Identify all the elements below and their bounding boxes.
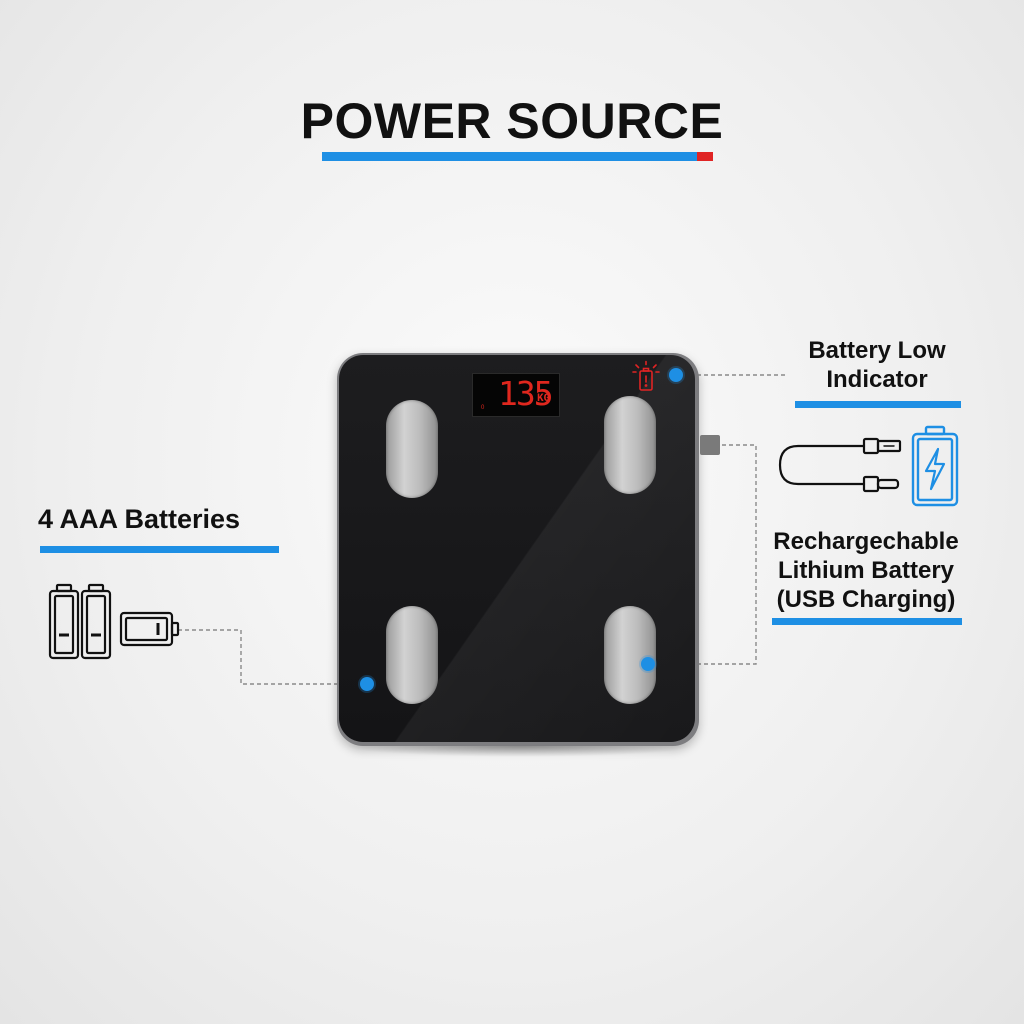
scale-display	[472, 373, 560, 417]
usb-cable-icon	[778, 437, 902, 493]
underline-rechargeable	[772, 618, 962, 625]
label-rechargeable-line1: Rechargechable	[773, 528, 959, 555]
label-battery-low: Battery Low Indicator	[795, 336, 959, 394]
aaa-batteries-icon	[48, 583, 180, 660]
charging-battery-icon	[911, 425, 959, 507]
label-rechargeable-line2: Lithium Battery	[777, 557, 954, 584]
label-rechargeable-line3: (USB Charging)	[776, 586, 956, 613]
electrode-bottom-right	[604, 606, 656, 704]
display-unit: KG	[537, 393, 551, 405]
usb-port	[700, 435, 720, 455]
callout-dot-recharge	[641, 657, 655, 671]
label-battery-low-line2: Indicator	[826, 366, 928, 393]
callout-dot-battery-low	[669, 368, 683, 382]
title-underline	[322, 152, 697, 161]
display-reading: 135	[498, 374, 554, 413]
underline-battery-low	[795, 401, 961, 408]
page-title: POWER SOURCE	[300, 93, 724, 149]
callout-dot-aaa	[360, 677, 374, 691]
label-battery-low-line1: Battery Low	[808, 337, 946, 364]
connector-aaa	[178, 629, 367, 685]
underline-aaa-batteries	[40, 546, 279, 553]
label-rechargeable-battery: Rechargechable Lithium Battery (USB Char…	[766, 527, 966, 614]
electrode-bottom-left	[386, 606, 438, 704]
display-small-mark: 0	[481, 405, 485, 411]
battery-alert-icon	[632, 360, 660, 391]
connector-recharge	[648, 444, 757, 665]
label-aaa-batteries: 4 AAA Batteries	[38, 504, 241, 534]
electrode-top-right	[604, 396, 656, 494]
title-underline-accent	[697, 152, 713, 161]
electrode-top-left	[386, 400, 438, 498]
